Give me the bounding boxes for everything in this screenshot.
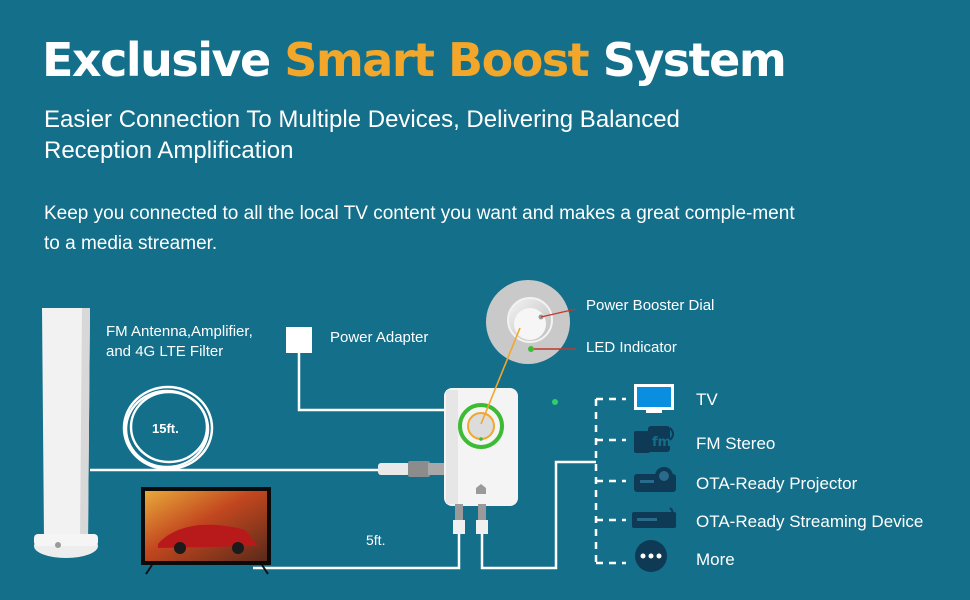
power-adapter-label: Power Adapter [330,328,428,348]
cable-length-antenna: 15ft. [152,419,179,439]
output-cables [253,462,596,568]
antenna-logo-icon [55,542,61,548]
antenna-cable [90,387,380,470]
cable-length-tv: 5ft. [366,530,385,550]
svg-text:fm: fm [652,435,671,450]
projector-icon [634,467,676,492]
device-label-fm-stereo: FM Stereo [696,433,775,455]
device-label-tv: TV [696,389,718,411]
led-indicator-dot [528,346,534,352]
distribution-lines [596,399,626,563]
amplifier-box [444,388,518,534]
device-label-more: More [696,549,735,571]
device-label-streaming: OTA-Ready Streaming Device [696,511,923,533]
antenna-label: FM Antenna,Amplifier, and 4G LTE Filter [106,322,276,362]
more-icon [635,540,667,572]
led-indicator-label: LED Indicator [586,338,677,358]
television [141,487,271,574]
device-label-projector: OTA-Ready Projector [696,473,857,495]
fm-stereo-icon: fm [634,426,673,453]
coax-connector [378,461,444,477]
streaming-device-icon [632,508,676,528]
tv-icon [634,384,674,413]
antenna-tower [34,308,98,558]
power-dial-label: Power Booster Dial [586,296,714,316]
